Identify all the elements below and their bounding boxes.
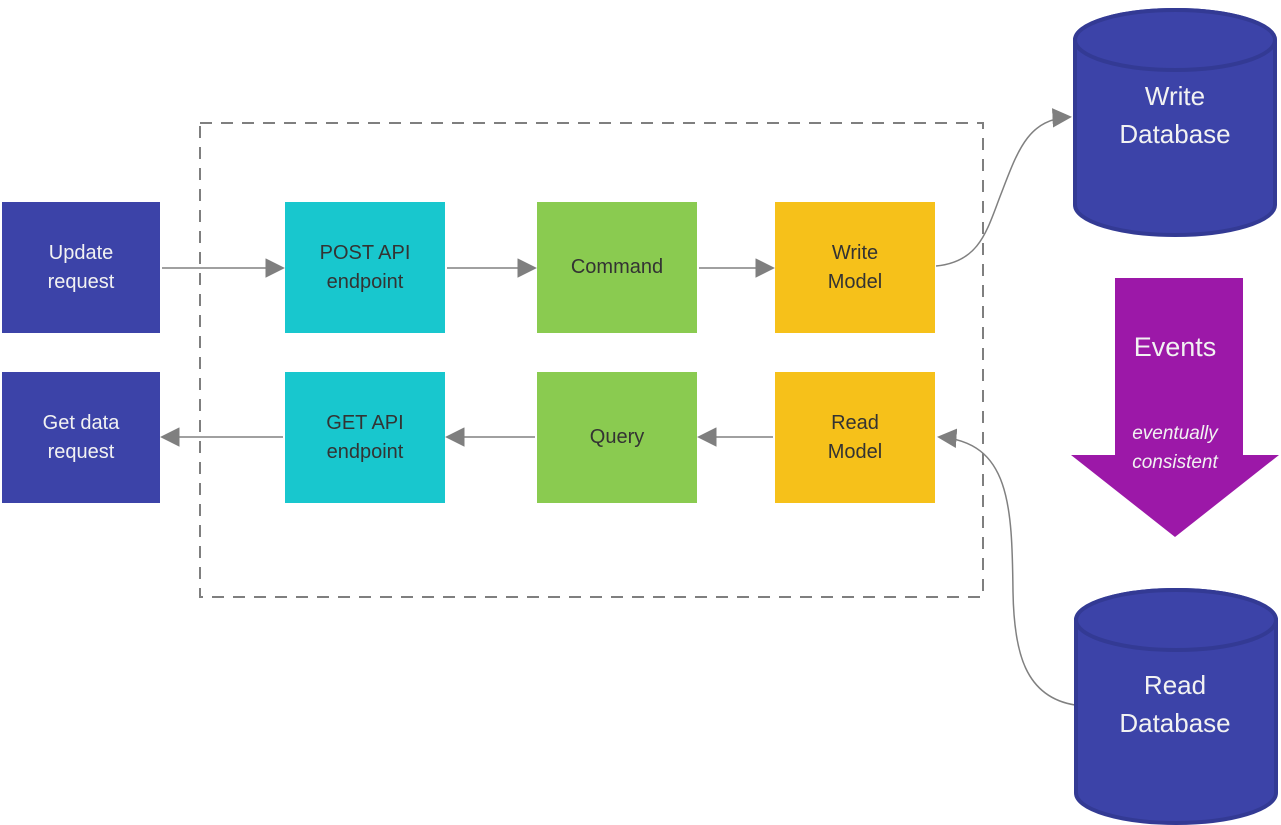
edge-read-database-to-read-model xyxy=(937,428,1076,706)
events-label-box: Events xyxy=(1075,327,1275,367)
write-model-node: Write Model xyxy=(775,202,935,333)
write-database-label: Write Database xyxy=(1119,81,1231,149)
update-request-node: Update request xyxy=(2,202,160,333)
eventually-consistent-label-box: eventually consistent xyxy=(1075,418,1275,478)
read-model-label: Read Model xyxy=(827,411,883,463)
edge-write-model-to-write-database xyxy=(935,108,1072,267)
read-database-label: Read Database xyxy=(1119,670,1231,738)
get-api-endpoint-node: GET API endpoint xyxy=(285,372,445,503)
update-request-label: Update request xyxy=(47,241,115,293)
eventually-consistent-label: eventually consistent xyxy=(1132,423,1218,473)
query-node: Query xyxy=(537,372,697,503)
read-database-label-box: Read Database xyxy=(1075,654,1275,754)
write-model-label: Write Model xyxy=(827,241,883,293)
post-api-endpoint-label: POST API endpoint xyxy=(319,241,411,293)
command-label: Command xyxy=(570,256,664,278)
events-label: Events xyxy=(1133,332,1217,362)
post-api-endpoint-node: POST API endpoint xyxy=(285,202,445,333)
write-database-cylinder-top xyxy=(1073,8,1277,72)
write-database-cylinder xyxy=(1073,8,1277,237)
read-model-node: Read Model xyxy=(775,372,935,503)
query-label: Query xyxy=(589,426,645,448)
get-data-request-node: Get data request xyxy=(2,372,160,503)
write-database-label-box: Write Database xyxy=(1075,65,1275,165)
get-data-request-label: Get data request xyxy=(42,411,120,463)
events-down-arrow-icon xyxy=(1071,278,1279,537)
get-api-endpoint-label: GET API endpoint xyxy=(326,411,404,463)
command-node: Command xyxy=(537,202,697,333)
read-database-cylinder-top xyxy=(1074,588,1278,652)
service-boundary-dashed-box xyxy=(199,122,984,598)
read-database-cylinder xyxy=(1074,588,1278,825)
